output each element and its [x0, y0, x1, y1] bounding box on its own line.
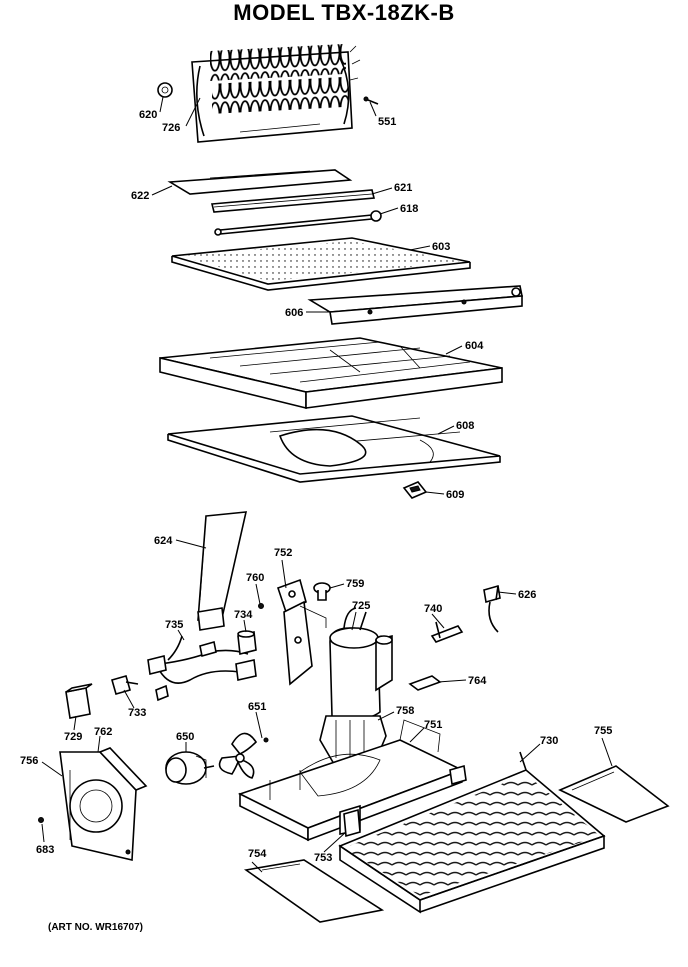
- cover-plate-622: [167, 169, 353, 195]
- label-609: 609: [446, 489, 464, 501]
- wiring-harness-735: [147, 635, 257, 702]
- label-752: 752: [274, 547, 292, 559]
- panel-754: [243, 859, 385, 923]
- switch-729: [65, 683, 93, 719]
- pan-604: [159, 337, 503, 410]
- label-606: 606: [285, 307, 303, 319]
- label-729: 729: [64, 731, 82, 743]
- label-620: 620: [139, 109, 157, 121]
- front-rail-606: [307, 285, 523, 325]
- cap-620: [157, 82, 173, 98]
- label-759: 759: [346, 578, 364, 590]
- screw-683: [38, 817, 44, 823]
- label-764: 764: [468, 675, 487, 687]
- bracket-753: [343, 808, 361, 838]
- label-735: 735: [165, 619, 183, 631]
- part-labels: 620 726 551 622 621 618 603 606 604 608 …: [20, 109, 612, 864]
- label-621: 621: [394, 182, 412, 194]
- label-726: 726: [162, 122, 180, 134]
- drip-tray-608: [167, 415, 501, 483]
- heater-element-618: [214, 210, 382, 236]
- evaporator-coil-726: [191, 43, 361, 143]
- screw-551: [363, 96, 379, 105]
- grommet-759: [313, 582, 331, 601]
- label-740: 740: [424, 603, 442, 615]
- panel-755: [558, 765, 670, 823]
- label-754: 754: [248, 848, 267, 860]
- label-622: 622: [131, 190, 149, 202]
- label-551: 551: [378, 116, 396, 128]
- clip-764: [408, 675, 442, 691]
- shelf-603: [171, 237, 471, 291]
- bracket-740: [430, 621, 464, 643]
- label-756: 756: [20, 755, 38, 767]
- label-762: 762: [94, 726, 112, 738]
- label-604: 604: [465, 340, 484, 352]
- heater-bracket-621: [210, 189, 376, 213]
- label-725: 725: [352, 600, 370, 612]
- relay-734: [237, 630, 257, 655]
- condenser-730: [338, 751, 606, 914]
- label-751: 751: [424, 719, 442, 731]
- label-626: 626: [518, 589, 536, 601]
- label-618: 618: [400, 203, 418, 215]
- label-733: 733: [128, 707, 146, 719]
- label-755: 755: [594, 725, 612, 737]
- drain-clip-609: [402, 481, 428, 499]
- model-title: MODEL TBX-18ZK-B: [233, 0, 455, 25]
- label-608: 608: [456, 420, 474, 432]
- label-760: 760: [246, 572, 264, 584]
- label-683: 683: [36, 844, 54, 856]
- label-758: 758: [396, 705, 414, 717]
- connector-733: [111, 675, 139, 695]
- fan-blade-651: [218, 732, 269, 779]
- fan-motor-650: [165, 751, 215, 785]
- label-624: 624: [154, 535, 173, 547]
- harness-plug-626: [483, 584, 501, 633]
- screw-760: [258, 603, 264, 609]
- duct-624: [197, 511, 248, 631]
- label-734: 734: [234, 609, 253, 621]
- art-number: (ART NO. WR16707): [48, 922, 144, 933]
- label-753: 753: [314, 852, 332, 864]
- fan-shroud-756: [59, 747, 148, 861]
- compressor-725: [329, 607, 393, 720]
- label-650: 650: [176, 731, 194, 743]
- leader-lines: [41, 96, 613, 873]
- label-603: 603: [432, 241, 450, 253]
- label-730: 730: [540, 735, 558, 747]
- label-651: 651: [248, 701, 266, 713]
- bracket-752: [276, 578, 327, 686]
